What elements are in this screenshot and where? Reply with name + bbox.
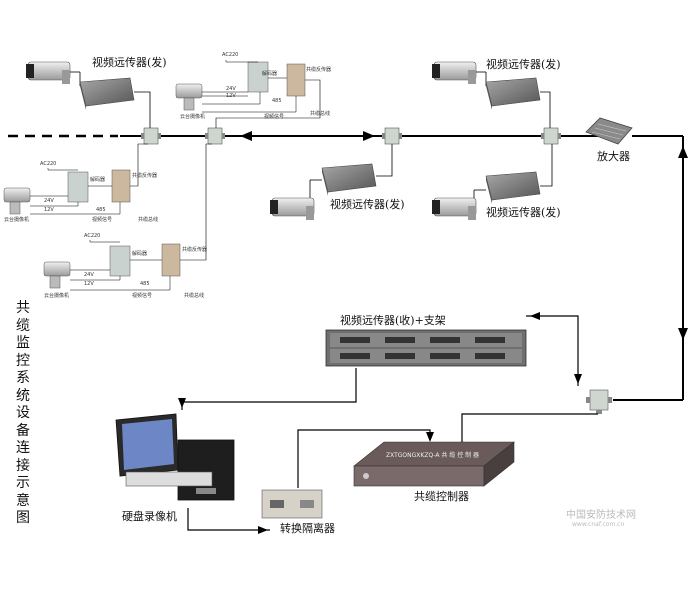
video-signal-label: 视频信号 (132, 293, 153, 299)
cable-return-label: 共缆反传器 (182, 247, 208, 253)
splitter-4 (541, 127, 561, 145)
decoder-label: 解码器 (90, 177, 106, 183)
camera-right-lower (432, 197, 477, 220)
transmitter-label: 视频远传器(发) (486, 206, 561, 219)
dvr-label: 硬盘录像机 (122, 510, 177, 523)
dvr-device (115, 413, 235, 501)
splitter-5 (586, 389, 612, 414)
decoder-label: 解码器 (132, 251, 148, 257)
arrow-down-icon (178, 398, 186, 408)
v12-label: 12V (226, 93, 236, 99)
arrow-up-icon (678, 146, 688, 158)
video-signal-label: 视频信号 (92, 217, 113, 223)
rs485-label: 485 (140, 281, 150, 287)
ac220-label: AC220 (84, 233, 101, 239)
camera-top-left (26, 61, 71, 84)
cable-return-label: 共缆反传器 (306, 67, 332, 73)
controller-panel-text: ZXTGONGXKZQ-A 共 缆 控 制 器 (386, 452, 480, 459)
controller-label: 共缆控制器 (414, 490, 469, 503)
camera-middle (270, 197, 315, 220)
cable-lead-label: 共缆总线 (310, 111, 331, 117)
arrow-right-icon (258, 526, 268, 534)
ptz-camera-label: 云台摄像机 (4, 217, 30, 223)
transmitter-label: 视频远传器(发) (92, 56, 167, 69)
v12-label: 12V (84, 281, 94, 287)
rs485-label: 485 (272, 98, 282, 104)
amplifier-label: 放大器 (597, 150, 630, 163)
watermark-url: www.cnaf.com.cn (572, 521, 625, 528)
v24-label: 24V (226, 86, 236, 92)
ptz-group-low (43, 143, 212, 291)
rs485-label: 485 (96, 207, 106, 213)
ptz-camera-label: 云台摄像机 (180, 114, 206, 120)
transmitter-top-right (485, 77, 541, 110)
cable-return-label: 共缆反传器 (132, 173, 158, 179)
amplifier-device (585, 117, 633, 145)
arrow-down-icon (426, 432, 434, 442)
decoder-label: 解码器 (262, 71, 278, 77)
arrow-left-icon (240, 131, 252, 141)
transmitter-label: 视频远传器(发) (486, 58, 561, 71)
ptz-group-mid (3, 143, 148, 215)
receiver-rack-label: 视频远传器(收)+支架 (340, 314, 446, 327)
ptz-group-top (175, 60, 321, 128)
ac220-label: AC220 (40, 161, 57, 167)
transmitter-label: 视频远传器(发) (330, 198, 405, 211)
v24-label: 24V (44, 198, 54, 204)
arrow-down-icon (678, 328, 688, 340)
splitter-2 (205, 127, 225, 145)
controller-device (353, 441, 515, 487)
watermark-site: 中国安防技术网 (566, 510, 636, 521)
video-signal-label: 视频信号 (264, 114, 285, 120)
isolator-label: 转换隔离器 (280, 522, 335, 535)
transmitter-top-left (79, 77, 135, 110)
isolator-device (261, 489, 323, 519)
arrow-down-icon (574, 374, 582, 384)
v24-label: 24V (84, 272, 94, 278)
diagram-title-vertical: 共缆监控系统设备连接示意图 (16, 300, 30, 526)
camera-top-right (432, 61, 477, 84)
ptz-camera-label: 云台摄像机 (44, 293, 70, 299)
splitter-3 (382, 127, 402, 145)
ac220-label: AC220 (222, 52, 239, 58)
splitter-1 (141, 127, 161, 145)
transmitter-middle (321, 163, 377, 196)
arrow-left-icon (530, 312, 540, 320)
transmitter-right-lower (485, 171, 541, 204)
arrow-right-icon (363, 131, 375, 141)
v12-label: 12V (44, 207, 54, 213)
trunk-line (8, 131, 688, 401)
cable-lead-label: 共缆总线 (138, 217, 159, 223)
receiver-rack-device (325, 329, 527, 367)
cable-lead-label: 共缆总线 (184, 293, 205, 299)
